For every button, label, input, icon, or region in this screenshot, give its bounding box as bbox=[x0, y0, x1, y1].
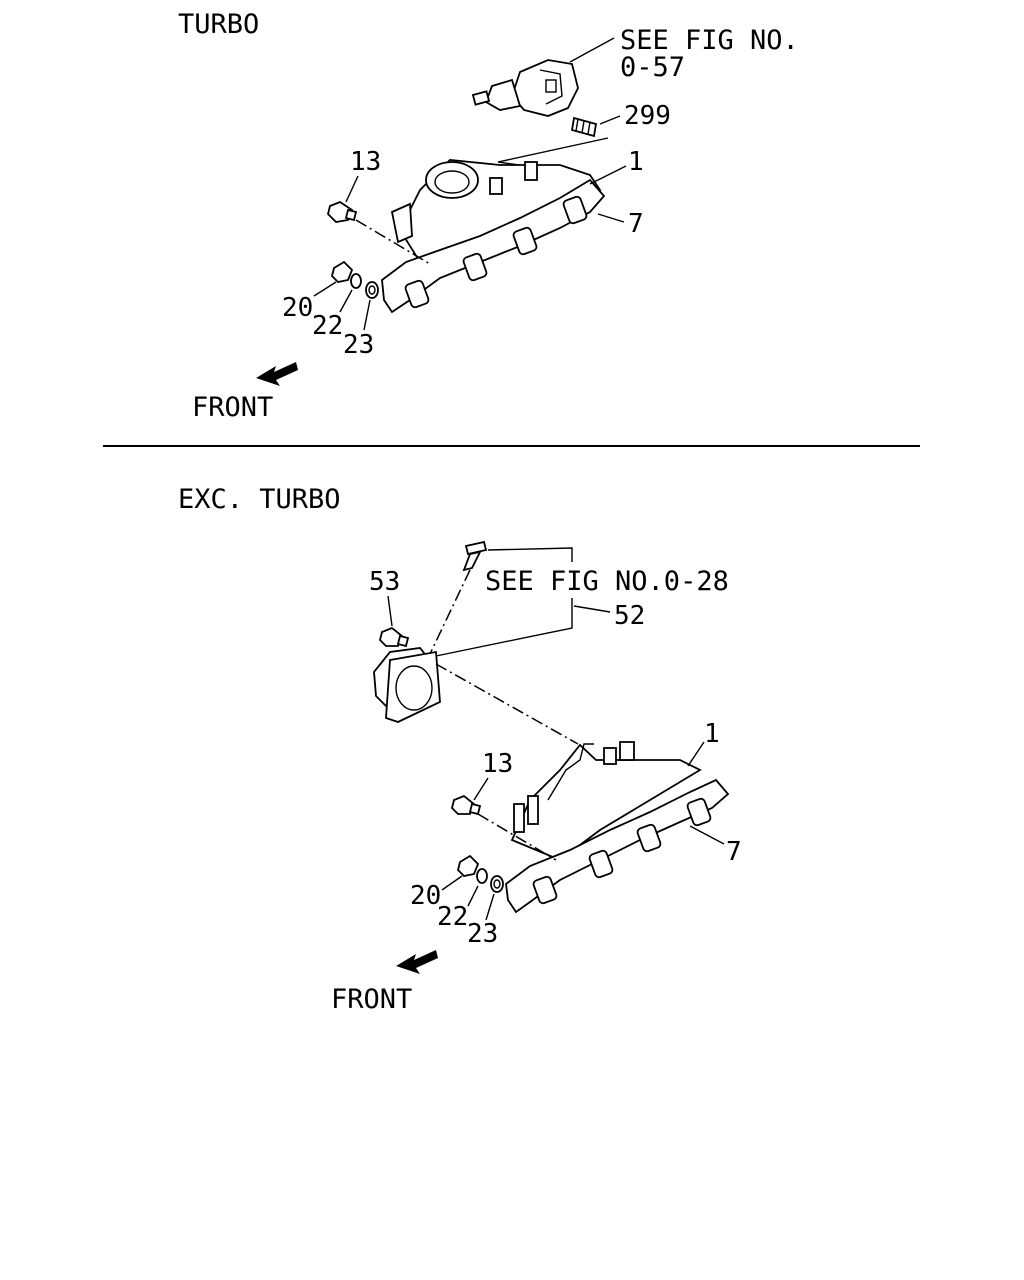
turbo-callout-23: 23 bbox=[343, 330, 374, 360]
turbo-washer-22 bbox=[350, 273, 362, 289]
exc-turbo-callout-1: 1 bbox=[704, 719, 720, 749]
turbo-callout-13: 13 bbox=[350, 147, 381, 177]
turbo-washer-23 bbox=[365, 281, 379, 299]
exc-turbo-callout-13: 13 bbox=[482, 749, 513, 779]
turbo-section: TURBO SEE FIG NO. 0-57 299 bbox=[178, 9, 799, 423]
turbo-callout-7: 7 bbox=[628, 209, 644, 239]
turbo-callout-299: 299 bbox=[624, 101, 671, 131]
front-arrow-icon bbox=[256, 362, 298, 386]
turbo-ref-note-line1: SEE FIG NO. bbox=[620, 25, 799, 56]
exc-turbo-ref-note: SEE FIG NO.0-28 bbox=[485, 566, 729, 597]
turbo-bolt-13 bbox=[327, 200, 358, 223]
exc-turbo-callout-20: 20 bbox=[410, 881, 441, 911]
exc-turbo-callout-52: 52 bbox=[614, 601, 645, 631]
turbo-valve-part bbox=[471, 59, 579, 117]
exc-turbo-washer-22 bbox=[476, 868, 488, 884]
exc-turbo-callout-7: 7 bbox=[726, 837, 742, 867]
turbo-callout-22: 22 bbox=[312, 311, 343, 341]
exc-turbo-intake-manifold bbox=[505, 741, 730, 914]
turbo-ref-note-line2: 0-57 bbox=[620, 52, 685, 83]
exc-turbo-front-label: FRONT bbox=[331, 984, 412, 1015]
turbo-callout-20: 20 bbox=[282, 293, 313, 323]
exc-turbo-callout-23: 23 bbox=[467, 919, 498, 949]
turbo-callout-1: 1 bbox=[628, 147, 644, 177]
exc-turbo-title: EXC. TURBO bbox=[178, 484, 341, 515]
turbo-front-label: FRONT bbox=[192, 392, 273, 423]
exc-turbo-bolt-53 bbox=[379, 626, 410, 648]
outlet-flange-part bbox=[373, 647, 441, 723]
exc-turbo-nut-20 bbox=[457, 854, 480, 877]
stud-299 bbox=[570, 116, 598, 138]
turbo-title: TURBO bbox=[178, 9, 259, 40]
exc-turbo-section: EXC. TURBO SEE FIG NO.0-28 52 53 bbox=[178, 484, 742, 1015]
turbo-nut-20 bbox=[331, 260, 354, 283]
exc-turbo-callout-22: 22 bbox=[437, 902, 468, 932]
exc-turbo-washer-23 bbox=[490, 875, 504, 893]
front-arrow-icon bbox=[396, 950, 438, 974]
exc-turbo-bolt-13 bbox=[451, 794, 482, 816]
turbo-exhaust-manifold bbox=[381, 159, 606, 314]
screw-part bbox=[462, 540, 488, 572]
exc-turbo-callout-53: 53 bbox=[369, 567, 400, 597]
